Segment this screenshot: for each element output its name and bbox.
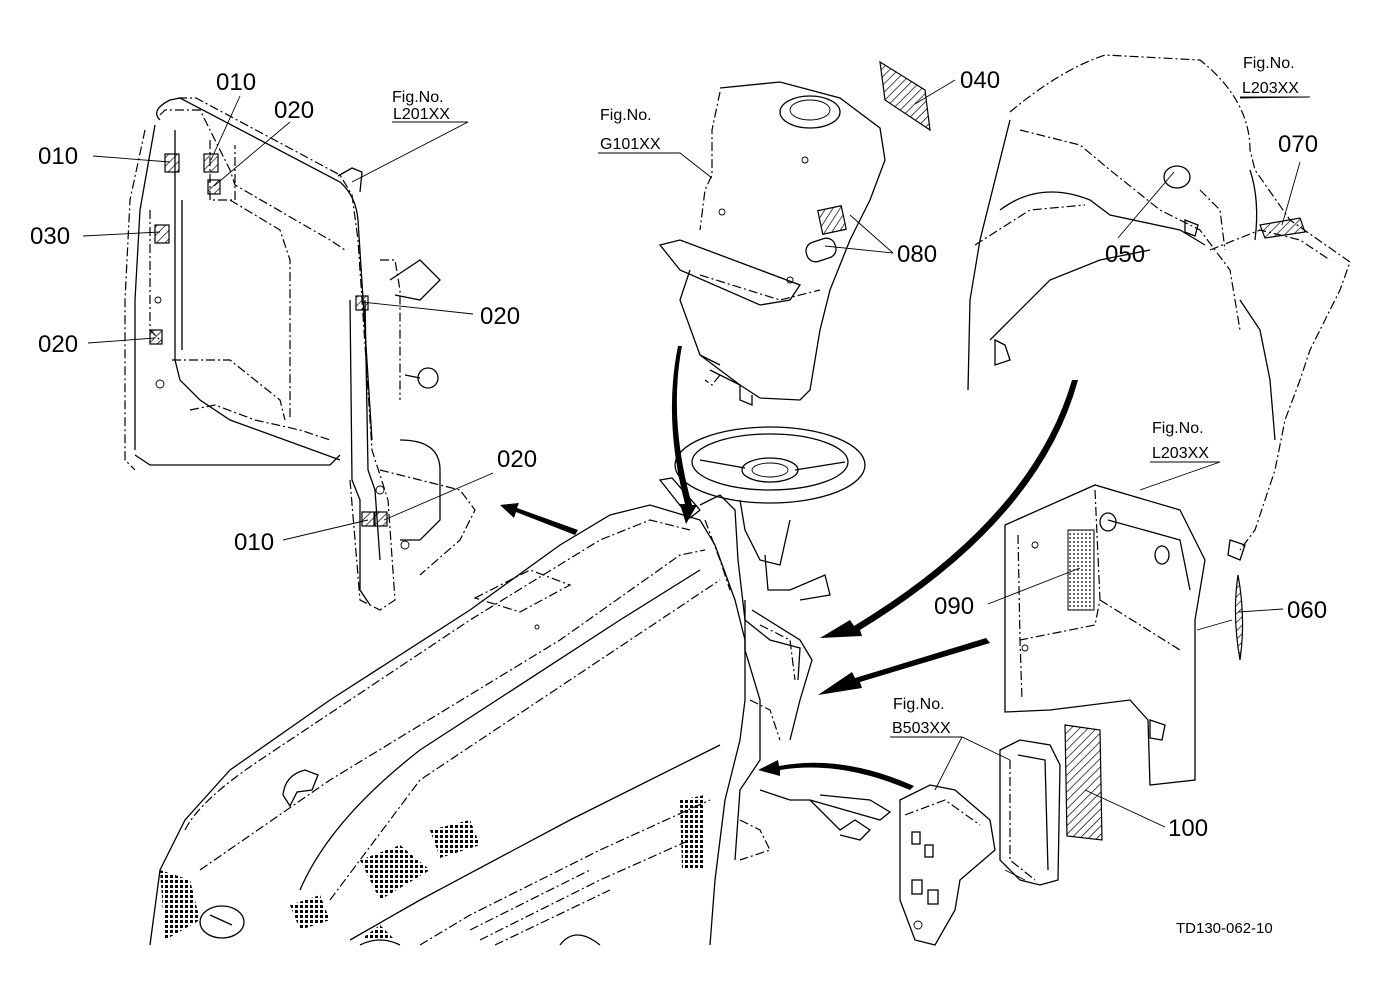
decal-010-top-left [164, 153, 180, 173]
part-labels: 010 010 020 030 020 020 020 010 040 080 … [30, 67, 1327, 842]
fig-ref-l203-upper: L203XX [1242, 80, 1299, 97]
figure-references: Fig.No. L201XX Fig.No. G101XX Fig.No. L2… [392, 55, 1299, 737]
drawing-code: TD130-062-10 [1176, 920, 1273, 937]
arrow-panel [500, 503, 578, 535]
fig-caption-g101: Fig.No. [600, 107, 652, 124]
label-050: 050 [1105, 241, 1145, 268]
decal-060 [1234, 574, 1244, 661]
label-030: 030 [30, 223, 70, 250]
label-010-bottom: 010 [234, 529, 274, 556]
label-010-top: 010 [216, 69, 256, 96]
arrow-side-cover [818, 638, 990, 695]
fig-ref-b503: B503XX [892, 720, 951, 737]
label-060: 060 [1287, 597, 1327, 624]
fig-caption-l203-upper: Fig.No. [1243, 55, 1295, 72]
decal-070 [1259, 217, 1306, 239]
bracket-assembly [899, 739, 1061, 946]
fig-caption-l201: Fig.No. [392, 89, 444, 106]
label-020-top: 020 [274, 97, 314, 124]
decal-010-bottom [361, 511, 375, 527]
label-100: 100 [1168, 815, 1208, 842]
side-cover-assembly [1004, 484, 1206, 786]
hood-cover-assembly [967, 54, 1351, 561]
decal-020-left [149, 329, 163, 345]
label-040: 040 [960, 67, 1000, 94]
decal-100 [1064, 724, 1103, 841]
label-020-bottom: 020 [497, 446, 537, 473]
leader-lines [82, 79, 1311, 828]
fig-ref-g101: G101XX [600, 136, 661, 153]
arrow-cover-to-column [671, 346, 697, 524]
arrow-bracket [758, 760, 914, 790]
decal-010-top [203, 153, 219, 173]
decal-090 [1067, 529, 1095, 611]
label-070: 070 [1278, 131, 1318, 158]
decal-080-upper [817, 205, 847, 235]
label-020-left: 020 [38, 331, 78, 358]
tractor-body [149, 504, 746, 946]
label-080: 080 [897, 241, 937, 268]
steering-wheel-assembly [658, 426, 892, 861]
decal-020-right [355, 295, 369, 311]
rear-panel-assembly [124, 97, 476, 611]
label-090: 090 [934, 593, 974, 620]
fig-ref-l201: L201XX [393, 106, 450, 123]
fig-ref-l203-lower: L203XX [1152, 445, 1209, 462]
label-020-right: 020 [480, 303, 520, 330]
fig-caption-l203-lower: Fig.No. [1152, 420, 1204, 437]
label-010-left: 010 [38, 143, 78, 170]
fig-caption-b503: Fig.No. [893, 696, 945, 713]
assembly-arrows [500, 346, 1078, 790]
decal-030 [154, 224, 170, 244]
decal-040 [879, 60, 931, 132]
steering-cover-assembly [658, 81, 886, 406]
